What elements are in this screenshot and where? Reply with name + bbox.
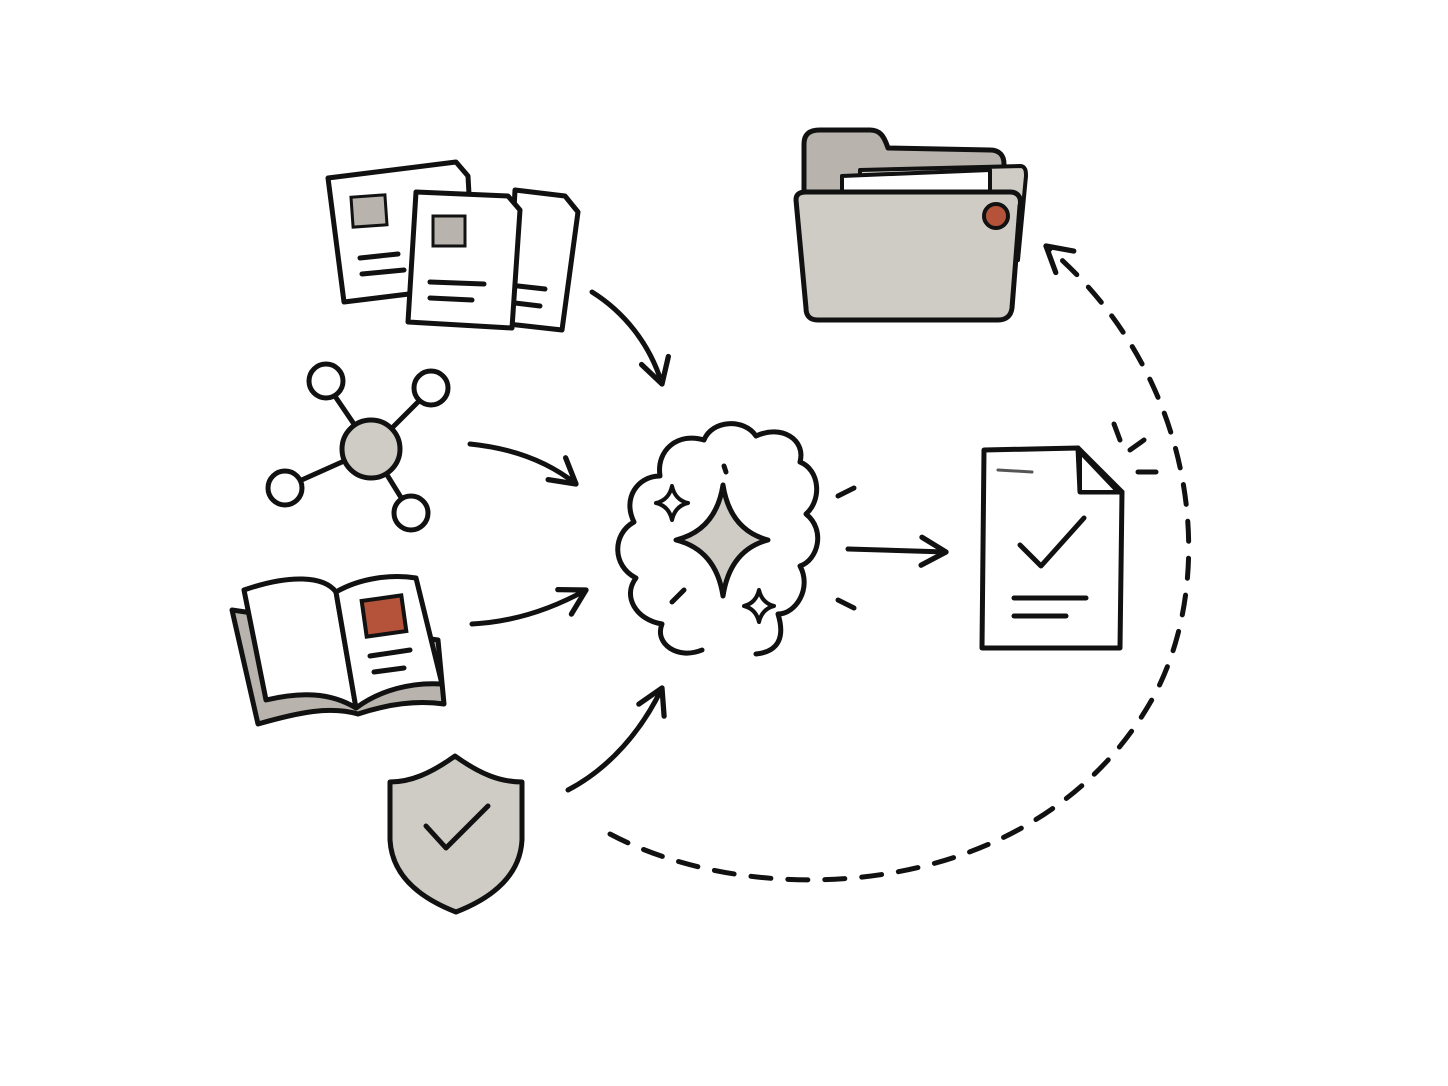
approved-document-icon	[979, 421, 1159, 651]
arrow-feedback-loop-to-folder	[607, 243, 1192, 883]
arrow-book-to-processor	[469, 587, 589, 627]
open-book-icon	[229, 574, 447, 727]
shield-check-icon	[387, 753, 525, 915]
arrow-processor-to-document	[845, 534, 949, 568]
network-graph-icon	[265, 361, 451, 533]
arrow-documents-to-processor	[589, 289, 671, 387]
brain-sparkle-icon	[615, 421, 857, 657]
folder-icon	[793, 127, 1028, 323]
arrow-network-to-processor	[467, 441, 579, 487]
arrow-shield-to-processor	[565, 685, 667, 793]
flow-arrows	[467, 243, 1192, 883]
document-stack-icon	[325, 159, 581, 333]
